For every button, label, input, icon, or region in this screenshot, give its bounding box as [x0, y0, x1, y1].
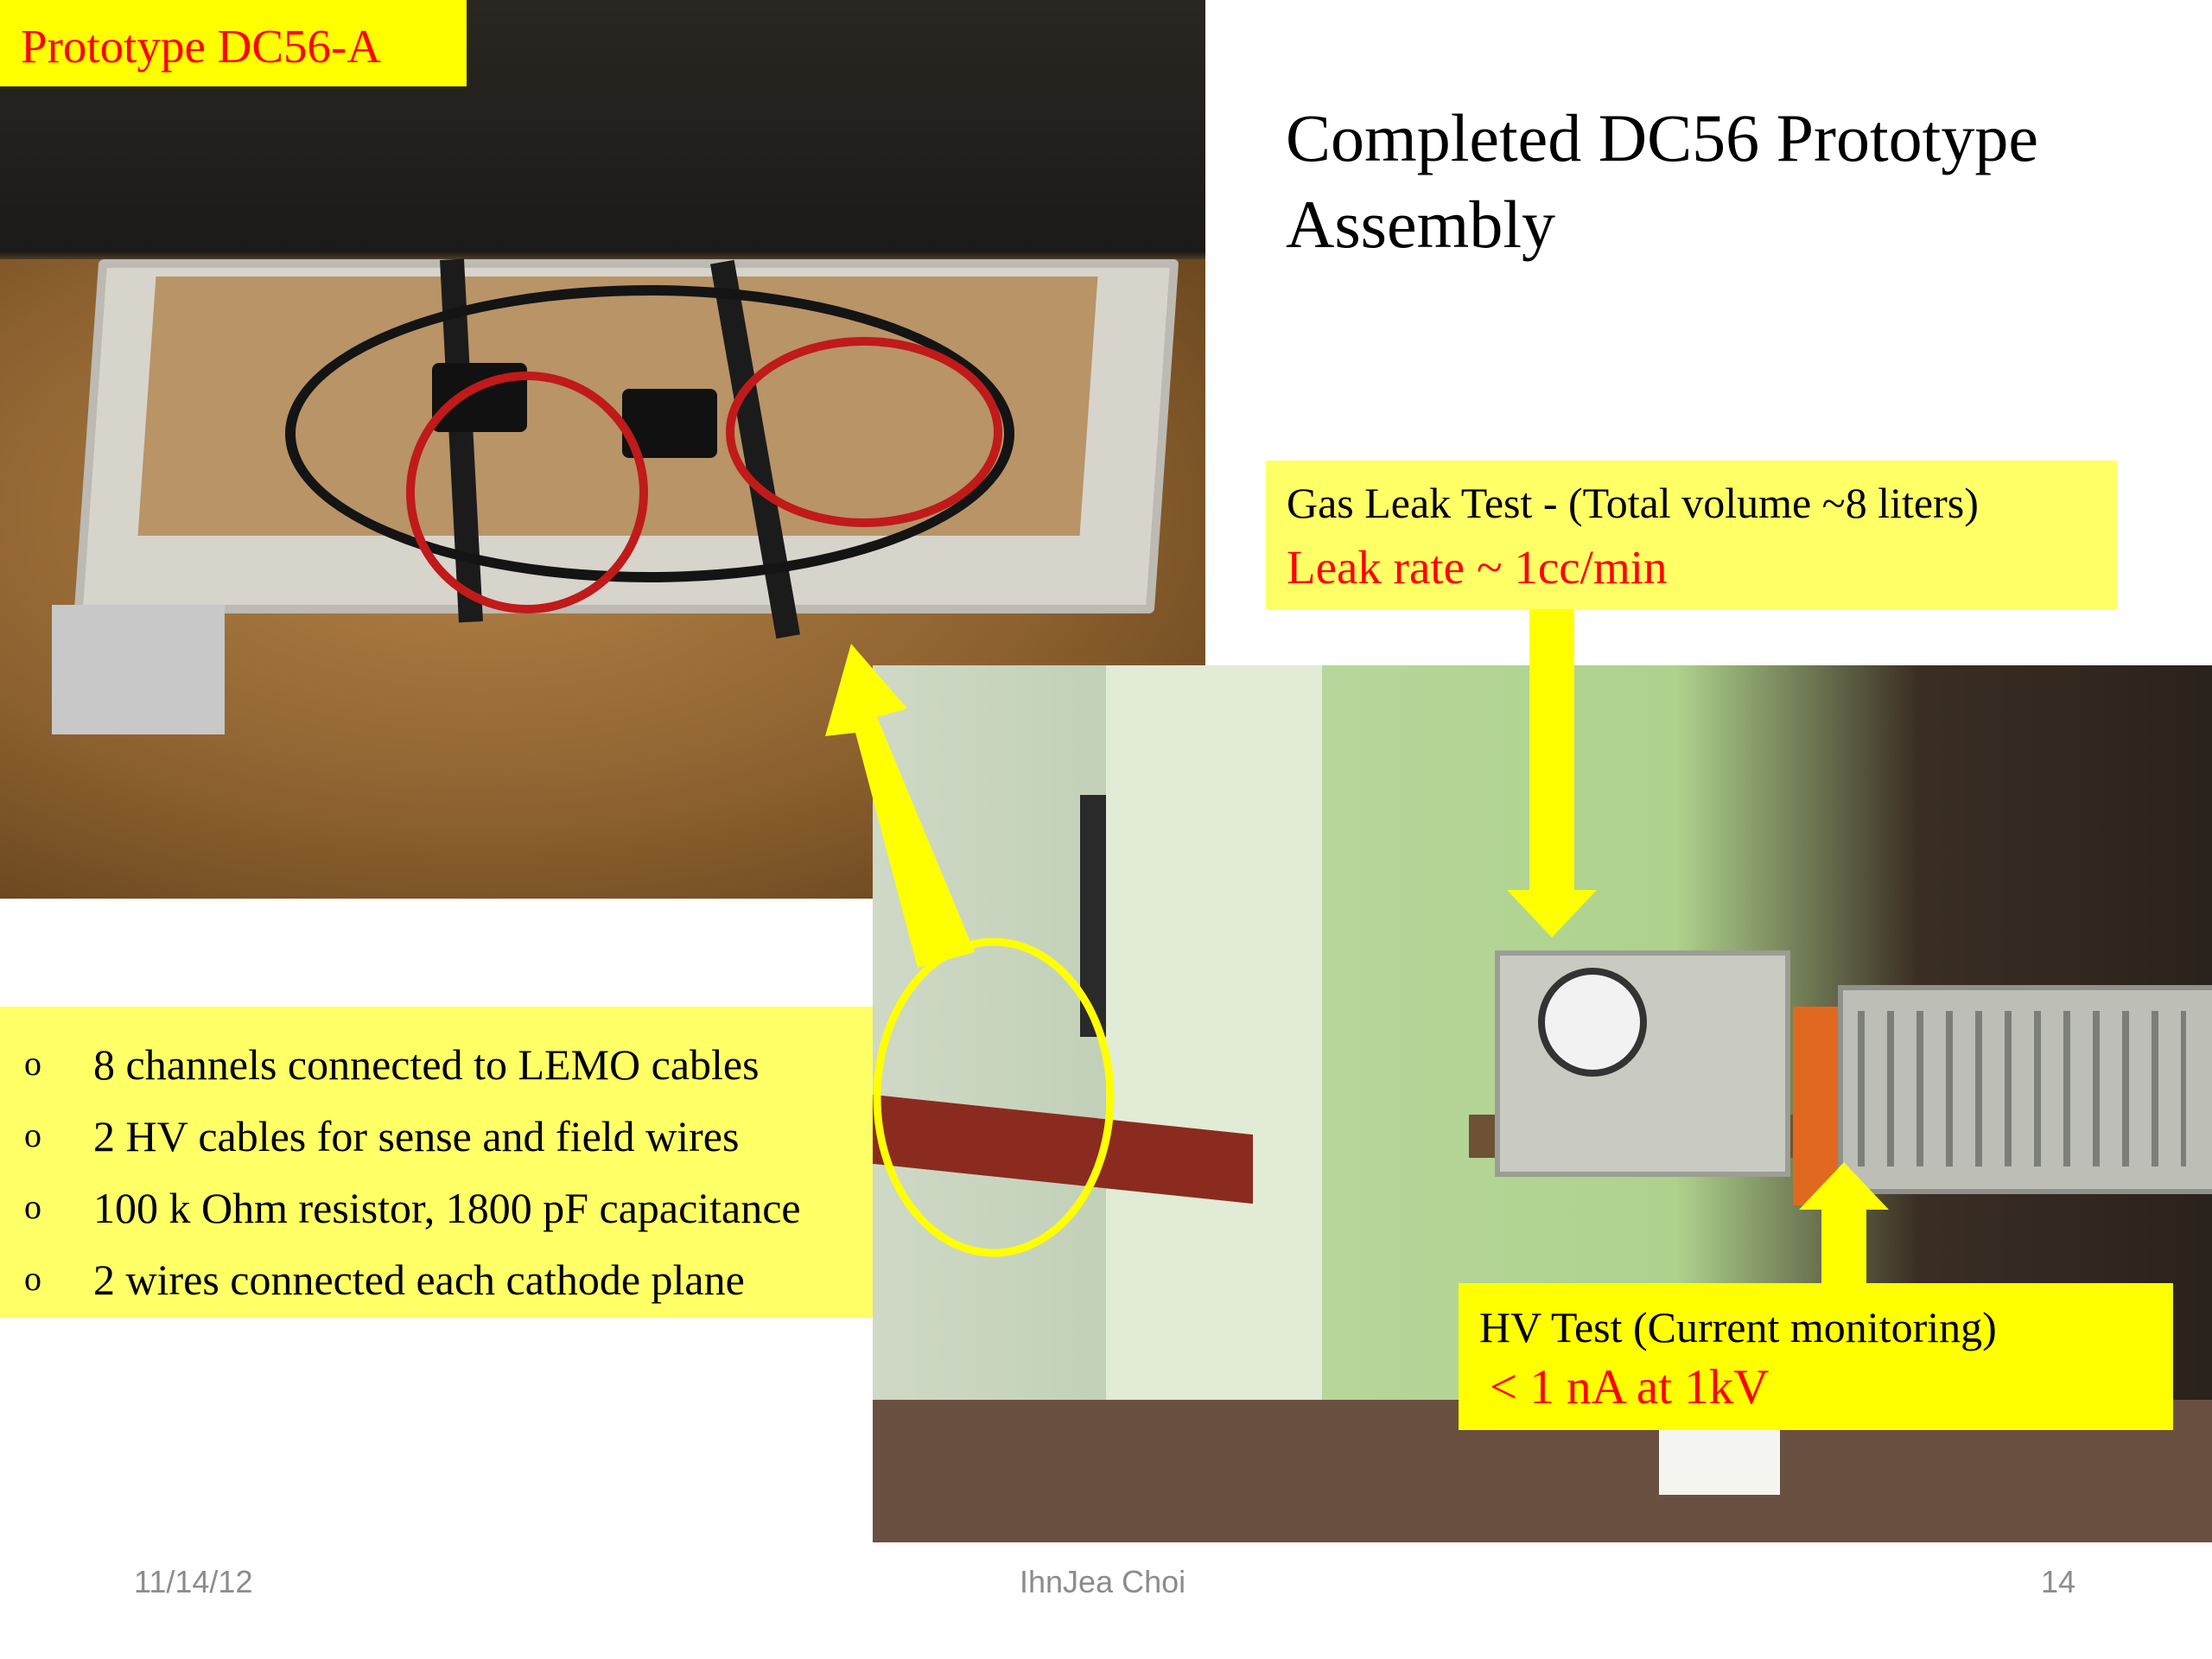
arrow-to-hv-module [1799, 1162, 1889, 1283]
prototype-label: Prototype DC56-A [0, 0, 467, 86]
list-item-text: 2 wires connected each cathode plane [93, 1255, 745, 1304]
title-line-2: Assembly [1286, 187, 1555, 262]
list-item-text: 8 channels connected to LEMO cables [93, 1040, 760, 1089]
hv-test-box: HV Test (Current monitoring) < 1 nA at 1… [1459, 1283, 2173, 1430]
list-item-text: 2 HV cables for sense and field wires [93, 1112, 740, 1160]
footer-page-number: 14 [2041, 1564, 2076, 1599]
highlight-ellipse [873, 938, 1115, 1257]
gas-leak-rate: Leak rate ~ 1cc/min [1287, 541, 1668, 594]
gas-leak-test-box: Gas Leak Test - (Total volume ~8 liters)… [1266, 461, 2117, 609]
prototype-label-text: Prototype DC56-A [21, 20, 382, 73]
list-item: o 2 wires connected each cathode plane [0, 1248, 873, 1317]
feature-list: o 8 channels connected to LEMO cables o … [0, 1007, 873, 1318]
slide-title: Completed DC56 Prototype Assembly [1286, 95, 2038, 268]
footer-date: 11/14/12 [134, 1564, 253, 1599]
photo-prototype-chamber [0, 0, 1205, 899]
list-item: o 8 channels connected to LEMO cables [0, 1033, 873, 1102]
hv-test-result: < 1 nA at 1kV [1490, 1360, 1770, 1414]
arrow-to-gas-gauge [1507, 609, 1597, 938]
list-item: o 2 HV cables for sense and field wires [0, 1104, 873, 1173]
bullet-icon: o [24, 1259, 41, 1298]
bullet-icon: o [24, 1116, 41, 1154]
title-line-1: Completed DC56 Prototype [1286, 100, 2038, 175]
bullet-icon: o [24, 1044, 41, 1083]
bullet-icon: o [24, 1187, 41, 1226]
hv-test-heading: HV Test (Current monitoring) [1479, 1303, 1997, 1351]
list-item: o 100 k Ohm resistor, 1800 pF capacitanc… [0, 1176, 873, 1245]
gas-leak-test-heading: Gas Leak Test - (Total volume ~8 liters) [1287, 479, 1979, 527]
arrow-to-prototype [825, 644, 975, 968]
list-item-text: 100 k Ohm resistor, 1800 pF capacitance [93, 1184, 801, 1232]
footer-author: IhnJea Choi [1020, 1564, 1186, 1599]
